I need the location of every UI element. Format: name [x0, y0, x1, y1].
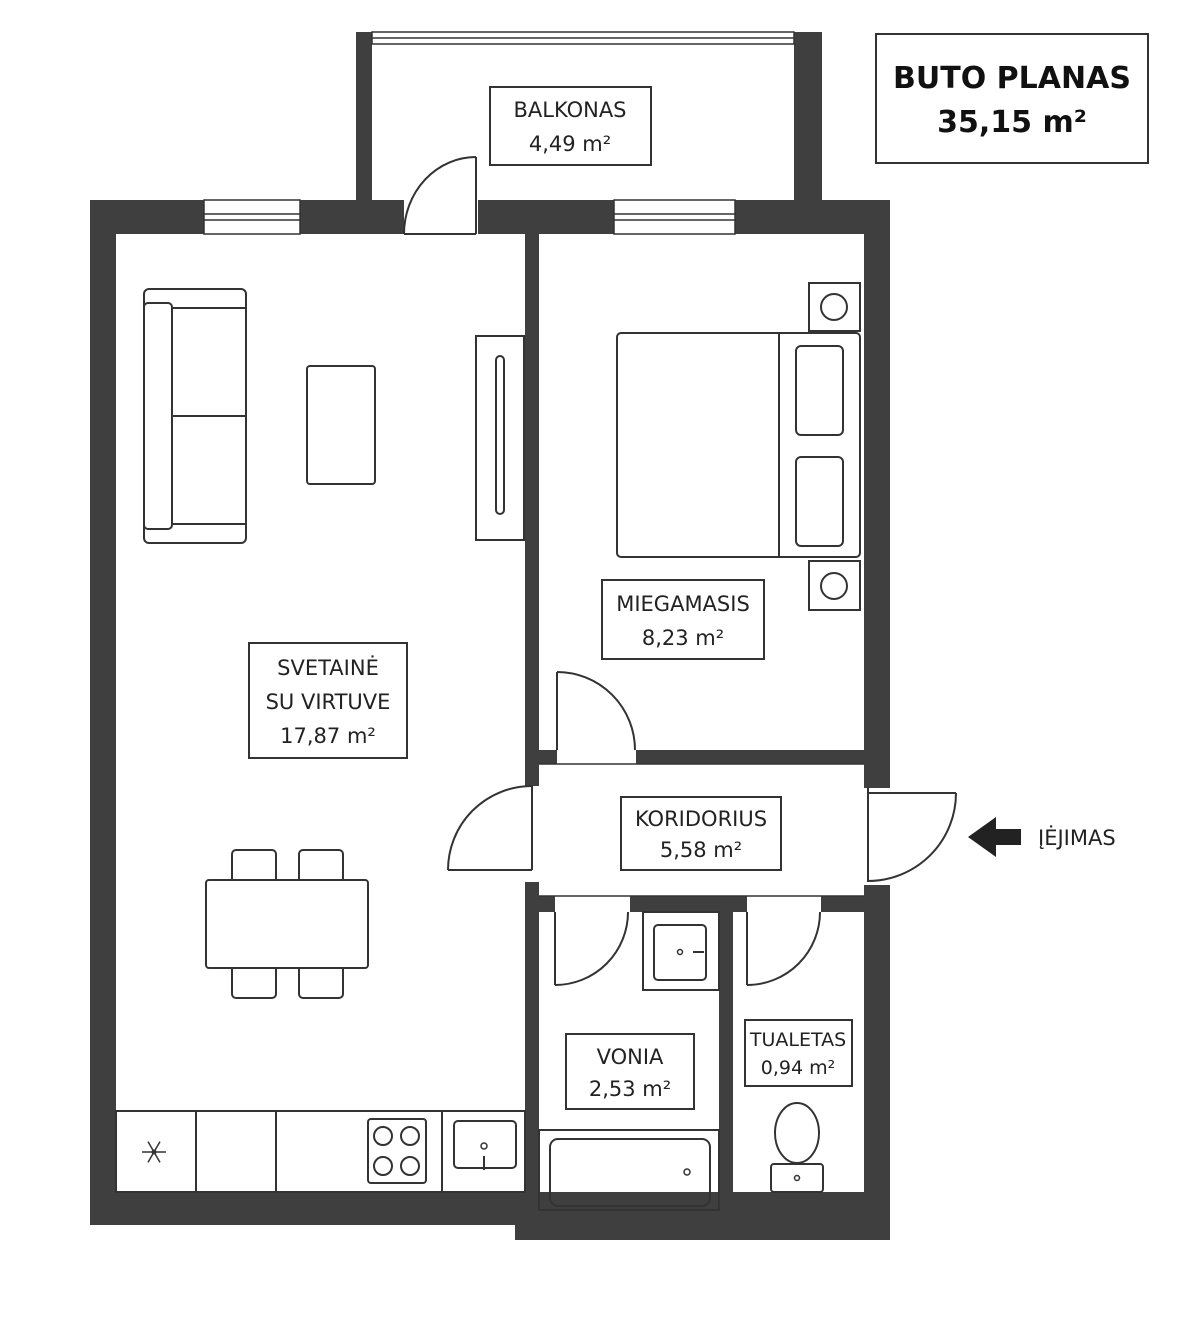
label-svetaine: SVETAINĖ SU VIRTUVE 17,87 m² — [248, 642, 408, 759]
room-name: VONIA — [597, 1045, 664, 1069]
plan-title: BUTO PLANAS — [893, 61, 1131, 96]
coffee-table — [306, 365, 376, 485]
kitchen-counter — [115, 1110, 526, 1193]
room-name-line1: SVETAINĖ — [277, 655, 379, 680]
walls — [90, 32, 890, 1240]
washbasin-icon — [642, 911, 720, 991]
balcony-window — [371, 31, 795, 45]
label-koridorius: KORIDORIUS 5,58 m² — [620, 796, 782, 871]
doors — [403, 156, 957, 986]
entrance-label: ĮĖJIMAS — [1038, 825, 1116, 850]
label-balkonas: BALKONAS 4,49 m² — [489, 86, 652, 166]
room-area: 2,53 m² — [589, 1077, 671, 1101]
plan-total-area: 35,15 m² — [937, 105, 1087, 140]
entrance-marker: ĮĖJIMAS — [968, 817, 1116, 857]
bathroom-door — [554, 911, 629, 986]
entrance-door — [867, 788, 957, 882]
room-name: BALKONAS — [513, 98, 626, 122]
room-name: TUALETAS — [749, 1029, 846, 1051]
snowflake-icon — [142, 1141, 166, 1163]
room-name-line2: SU VIRTUVE — [266, 690, 391, 714]
room-area: 0,94 m² — [761, 1057, 835, 1079]
stove-icon — [367, 1118, 427, 1184]
corridor-lines — [539, 763, 864, 897]
room-name: MIEGAMASIS — [616, 592, 750, 616]
bathtub-icon — [538, 1129, 720, 1211]
label-tualetas: TUALETAS 0,94 m² — [744, 1019, 853, 1087]
room-name: KORIDORIUS — [635, 807, 767, 831]
tv-unit — [475, 335, 525, 541]
sofa-icon — [143, 288, 247, 544]
toilet-icon — [770, 1102, 824, 1193]
room-area: 4,49 m² — [529, 132, 611, 156]
bed-icon — [616, 332, 861, 558]
living-window — [203, 199, 301, 235]
room-area: 5,58 m² — [660, 838, 742, 862]
bedroom-window — [613, 199, 736, 235]
windows — [203, 31, 795, 235]
toilet-door — [746, 911, 821, 986]
living-door — [447, 785, 533, 871]
nightstand-bottom — [808, 560, 861, 611]
sink-icon — [453, 1120, 517, 1170]
label-miegamasis: MIEGAMASIS 8,23 m² — [601, 579, 765, 660]
nightstand-top — [808, 282, 861, 332]
label-vonia: VONIA 2,53 m² — [565, 1033, 695, 1110]
bedroom-door — [556, 671, 636, 751]
room-area: 17,87 m² — [280, 724, 376, 748]
room-area: 8,23 m² — [642, 626, 724, 650]
balcony-door — [403, 156, 477, 235]
arrow-left-icon — [968, 817, 1021, 857]
dining-table-icon — [205, 849, 369, 999]
title-box: BUTO PLANAS 35,15 m² — [875, 33, 1149, 164]
